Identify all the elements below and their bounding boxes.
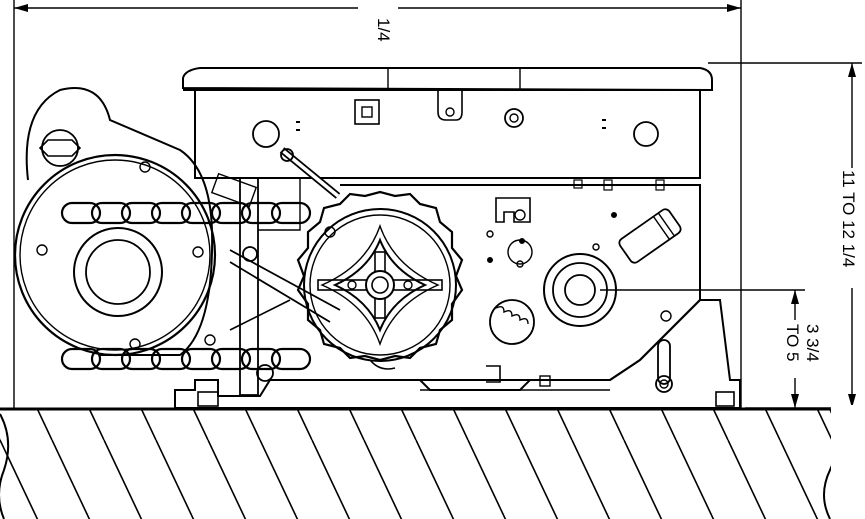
- knob-icon: [504, 108, 524, 128]
- limit-switch-icon: [252, 120, 280, 148]
- bolt-icon: [242, 246, 258, 262]
- bolt-icon: [204, 334, 216, 346]
- lower-chain: [60, 347, 312, 371]
- chain-icon: [60, 201, 312, 371]
- width-label: 1/4: [374, 18, 393, 42]
- bolt-icon: [139, 161, 151, 173]
- arrow-right-icon: [727, 4, 741, 12]
- ground-hatch-icon: [0, 405, 865, 519]
- clearance-dimension: 3 3/4 TO 5: [600, 289, 822, 408]
- clearance-label-1: 3 3/4: [803, 324, 822, 362]
- switch-icon: [354, 99, 380, 125]
- upper-chain: [60, 201, 312, 225]
- base-frame: [174, 299, 741, 409]
- clearance-label-2: TO 5: [783, 324, 802, 361]
- limit-switch-icon: [633, 121, 659, 147]
- linkage-arm: [210, 147, 341, 382]
- release-handle-icon: [618, 208, 682, 264]
- sprocket-icon: [296, 190, 464, 370]
- bolt-icon: [36, 244, 48, 256]
- side-plate: [239, 177, 701, 396]
- arrow-down-icon: [848, 394, 856, 408]
- arrow-up-icon: [848, 63, 856, 77]
- bolt-icon: [655, 375, 673, 393]
- arrow-left-icon: [14, 4, 28, 12]
- bolt-icon: [445, 107, 455, 117]
- height-dimension: 11 TO 12 1/4: [708, 62, 862, 409]
- output-shaft-icon: [543, 253, 617, 327]
- width-dimension: 1/4: [13, 0, 742, 408]
- bolt-icon: [192, 246, 204, 258]
- motor-icon: [13, 87, 217, 357]
- height-label: 11 TO 12 1/4: [839, 170, 858, 267]
- gear-icon: [489, 299, 535, 345]
- control-box: [182, 67, 713, 179]
